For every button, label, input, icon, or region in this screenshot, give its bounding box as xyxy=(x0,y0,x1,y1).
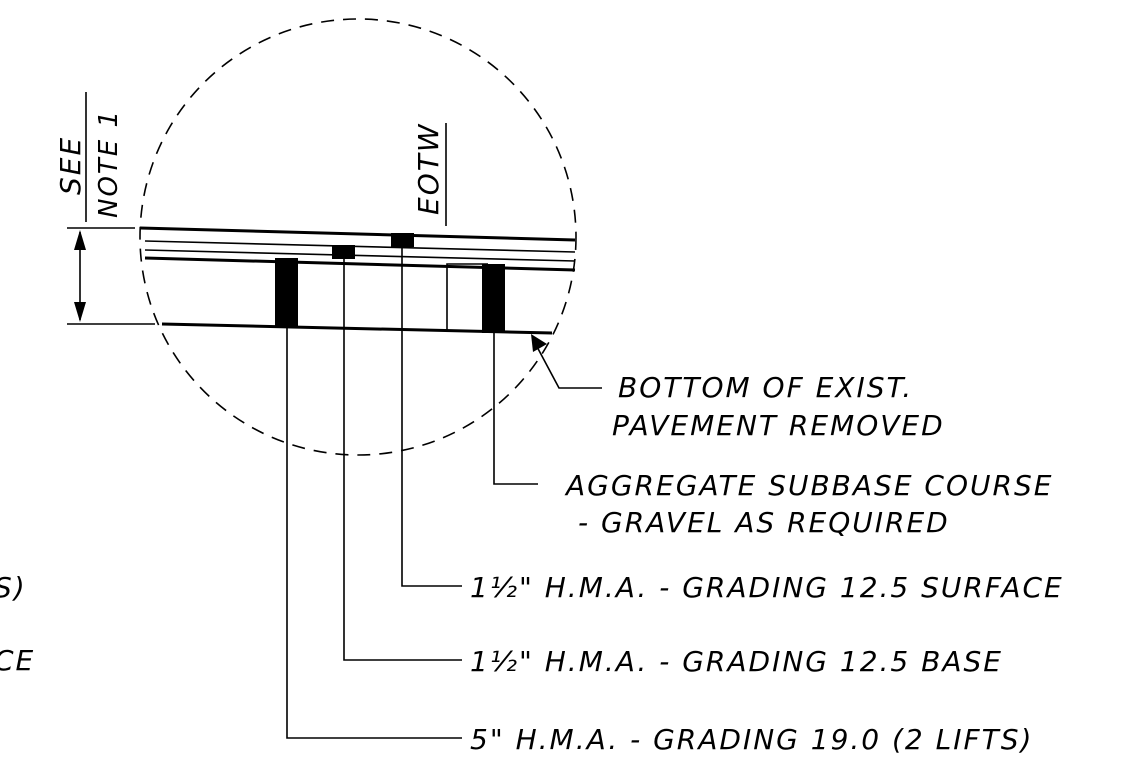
cutoff-text-2: CE xyxy=(0,644,35,677)
layer-markers xyxy=(275,233,505,333)
leader-lines xyxy=(286,247,602,739)
base-leader xyxy=(343,259,462,661)
top-surface-line xyxy=(139,226,576,242)
note-1-label: NOTE 1 xyxy=(94,109,124,218)
cutoff-text-1: S) xyxy=(0,571,27,604)
subbase-line1: AGGREGATE SUBBASE COURSE xyxy=(564,469,1053,502)
bottom-existing-line2: PAVEMENT REMOVED xyxy=(612,409,945,442)
edge-box xyxy=(446,263,488,330)
layer-line-1 xyxy=(144,240,576,253)
bottom-arrowhead xyxy=(531,334,547,352)
see-label: SEE xyxy=(54,136,87,195)
surface-marker xyxy=(391,233,414,247)
binder-callout: 5" H.M.A. - GRADING 19.0 (2 LIFTS) xyxy=(470,723,1033,756)
pavement-layers xyxy=(139,226,576,335)
surface-leader xyxy=(401,247,462,587)
layer-line-2 xyxy=(144,249,576,262)
eotw-label: EOTW xyxy=(412,122,445,215)
binder-leader xyxy=(286,328,462,739)
surface-callout: 1½" H.M.A. - GRADING 12.5 SURFACE xyxy=(470,571,1064,604)
binder-marker xyxy=(275,258,298,328)
subbase-marker xyxy=(482,264,505,333)
base-callout: 1½" H.M.A. - GRADING 12.5 BASE xyxy=(470,645,1003,678)
base-marker xyxy=(332,245,355,259)
subbase-leader xyxy=(493,333,538,485)
dim-arrow-up xyxy=(74,230,86,250)
subbase-line2: - GRAVEL AS REQUIRED xyxy=(578,506,950,539)
dim-arrow-down xyxy=(74,302,86,322)
bottom-leader xyxy=(534,342,602,389)
bottom-existing-line1: BOTTOM OF EXIST. xyxy=(618,371,913,404)
detail-circle xyxy=(139,18,577,456)
